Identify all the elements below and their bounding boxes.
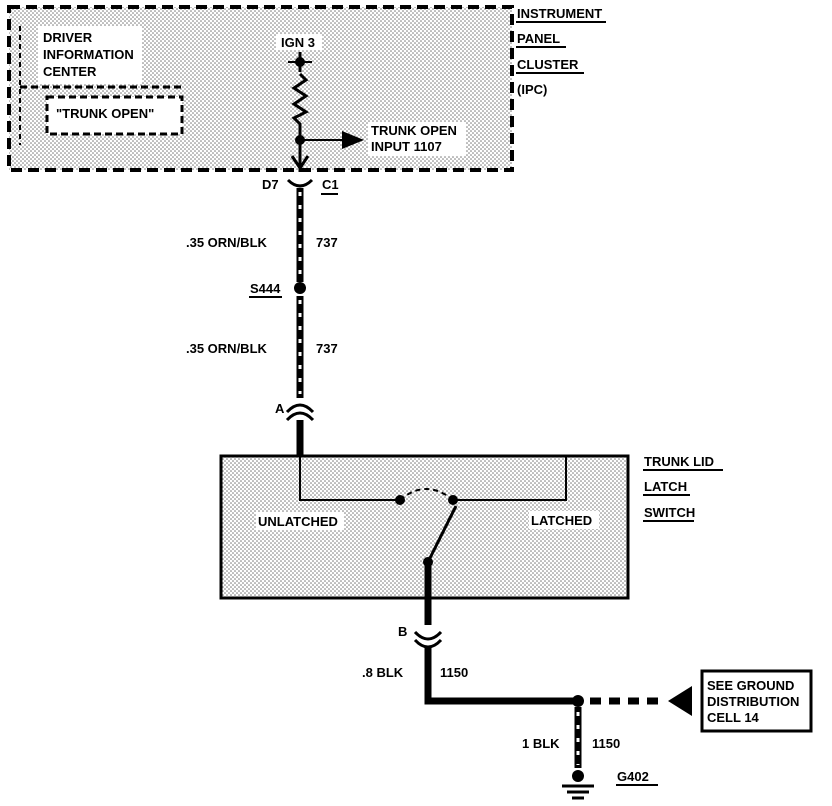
dic-line: INFORMATION bbox=[43, 47, 134, 62]
ground-splice bbox=[572, 695, 584, 707]
ipc-title-line: CLUSTER bbox=[517, 57, 579, 72]
unlatched-label: UNLATCHED bbox=[258, 514, 338, 529]
latched-label: LATCHED bbox=[531, 513, 592, 528]
ground-reference-line: CELL 14 bbox=[707, 710, 760, 725]
wire-1150-drop-gauge: 1 BLK bbox=[522, 736, 560, 751]
dic-line: CENTER bbox=[43, 64, 97, 79]
switch-title-line: SWITCH bbox=[644, 505, 695, 520]
connector-a: A bbox=[275, 401, 315, 422]
driver-information-center: DRIVER INFORMATION CENTER "TRUNK OPEN" bbox=[19, 26, 184, 145]
ground-reference-line: DISTRIBUTION bbox=[707, 694, 799, 709]
ipc-title-line: (IPC) bbox=[517, 82, 547, 97]
wire-737-lower-gauge: .35 ORN/BLK bbox=[186, 341, 268, 356]
trunk-open-input-label: INPUT 1107 bbox=[371, 139, 442, 154]
wire-1150-gauge: .8 BLK bbox=[362, 665, 404, 680]
switch-blade bbox=[426, 505, 458, 563]
connector-b-label: B bbox=[398, 624, 407, 639]
connector-c1: D7 C1 bbox=[262, 177, 339, 195]
splice-s444 bbox=[294, 282, 306, 294]
arrow-right-icon bbox=[342, 131, 364, 149]
ipc-title: INSTRUMENT PANEL CLUSTER (IPC) bbox=[516, 6, 606, 97]
switch-title-line: TRUNK LID bbox=[644, 454, 714, 469]
switch-title-line: LATCH bbox=[644, 479, 687, 494]
ipc-title-line: PANEL bbox=[517, 31, 560, 46]
pull-up-resistor bbox=[291, 72, 309, 140]
pin-d7-label: D7 bbox=[262, 177, 279, 192]
trunk-open-input-label: TRUNK OPEN bbox=[371, 123, 457, 138]
trunk-open-message: "TRUNK OPEN" bbox=[56, 106, 154, 121]
connector-c1-label: C1 bbox=[322, 177, 339, 192]
ground-g402-label: G402 bbox=[617, 769, 649, 784]
connector-a-label: A bbox=[275, 401, 285, 416]
dic-line: DRIVER bbox=[43, 30, 93, 45]
ground-reference-box bbox=[700, 669, 813, 733]
ground-icon bbox=[562, 770, 594, 800]
wire-737-lower-circuit: 737 bbox=[316, 341, 338, 356]
switch-contacts bbox=[299, 456, 567, 567]
wire-737-upper-circuit: 737 bbox=[316, 235, 338, 250]
connector-b: B bbox=[398, 624, 443, 649]
wire-1150-circuit: 1150 bbox=[440, 665, 468, 680]
arrow-left-icon bbox=[668, 686, 692, 716]
wire-737-upper-gauge: .35 ORN/BLK bbox=[186, 235, 268, 250]
splice-s444-label: S444 bbox=[250, 281, 281, 296]
switch-title: TRUNK LID LATCH SWITCH bbox=[643, 454, 723, 522]
wire-1150-drop-circuit: 1150 bbox=[592, 736, 620, 751]
ignition-feed: IGN 3 bbox=[276, 34, 364, 172]
ign-3-label: IGN 3 bbox=[281, 35, 315, 50]
wire-1150 bbox=[424, 646, 578, 705]
ipc-title-line: INSTRUMENT bbox=[517, 6, 602, 21]
ground-reference-line: SEE GROUND bbox=[707, 678, 794, 693]
